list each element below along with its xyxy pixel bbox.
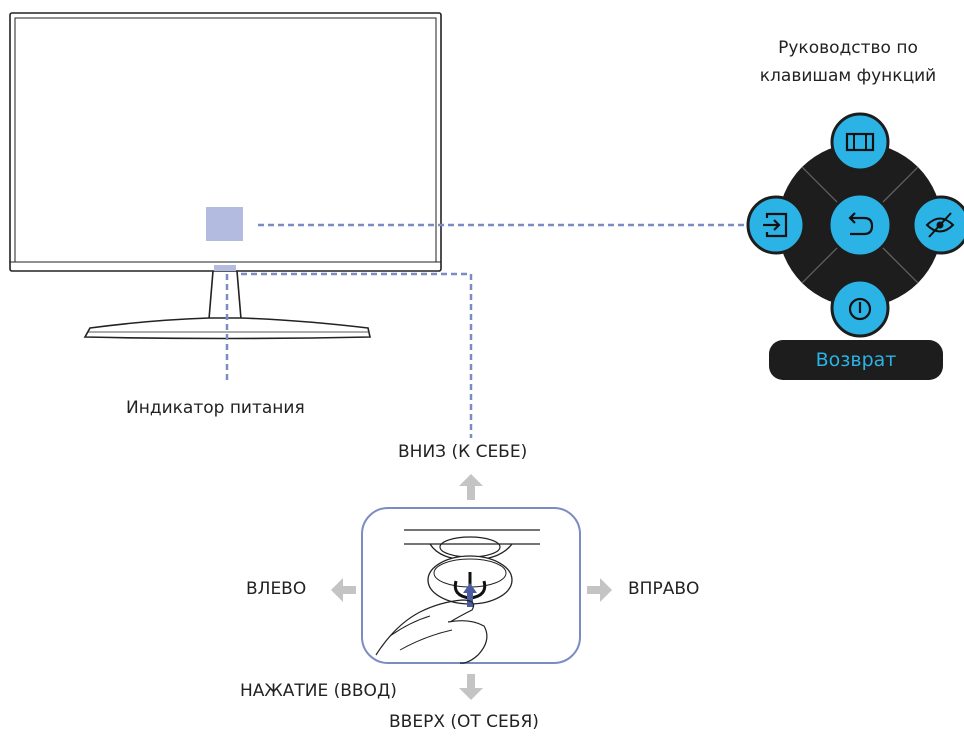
left-label: ВЛЕВО [246,579,307,599]
arrow-up-icon [459,474,483,500]
power-indicator-box [206,207,243,241]
back-arrow-icon[interactable] [827,192,893,258]
picture-mode-icon[interactable] [830,112,890,172]
arrow-left-icon [331,578,356,602]
guide-title-line2: клавишам функций [759,66,937,86]
back-label: Возврат [769,340,943,380]
function-key-guide-title: Руководство по клавишам функций [742,34,954,90]
down-label: ВНИЗ (К СЕБЕ) [398,442,528,462]
power-indicator-led [214,265,236,271]
source-input-icon[interactable] [746,195,806,255]
monitor [9,12,442,340]
arrow-down-icon [459,674,483,700]
joystick-closeup [361,507,581,664]
power-indicator-label: Индикатор питания [126,398,305,418]
up-label: ВВЕРХ (ОТ СЕБЯ) [389,712,539,732]
guide-title-line1: Руководство по [778,38,918,58]
connector-lines [225,223,750,438]
eye-saver-icon[interactable] [911,195,964,255]
press-arrow-icon [463,583,477,607]
direction-arrows [331,474,612,700]
right-label: ВПРАВО [628,579,700,599]
function-key-dial [746,112,964,338]
power-icon[interactable] [830,278,890,338]
arrow-right-icon [587,578,612,602]
press-label: НАЖАТИЕ (ВВОД) [240,681,397,701]
